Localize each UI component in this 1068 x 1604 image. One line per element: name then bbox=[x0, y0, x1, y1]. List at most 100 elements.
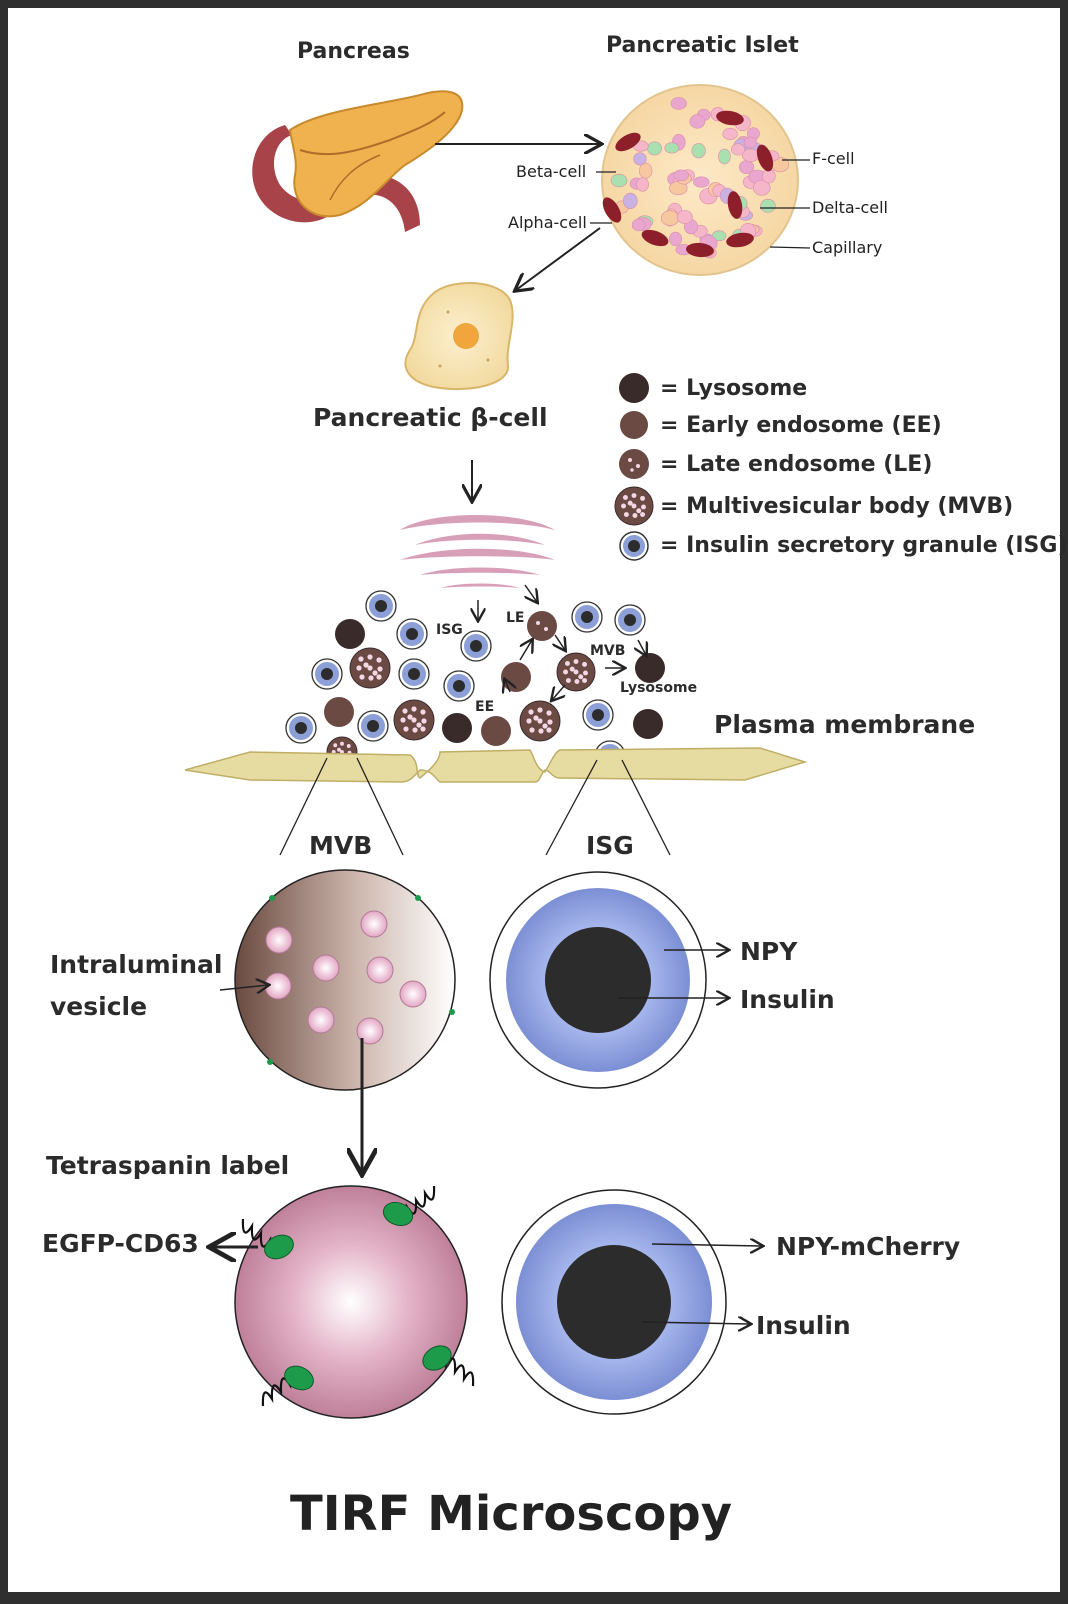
cell-label-ee: EE bbox=[475, 699, 494, 715]
isg-granule bbox=[571, 601, 603, 633]
multivesicular-body bbox=[393, 699, 435, 741]
capillary bbox=[686, 242, 714, 258]
islet-label: Pancreatic Islet bbox=[606, 33, 799, 58]
multivesicular-body bbox=[556, 652, 596, 692]
intraluminal-vesicle bbox=[356, 1017, 384, 1045]
islet-cell bbox=[752, 179, 771, 196]
capillary bbox=[716, 110, 744, 126]
intraluminal-vesicle bbox=[264, 972, 292, 1000]
cell-label-lysosome: Lysosome bbox=[620, 680, 697, 696]
intraluminal-vesicle bbox=[307, 1006, 335, 1034]
isg-granule bbox=[398, 658, 430, 690]
legend: = Lysosome = Early endosome (EE) = Late … bbox=[614, 373, 1068, 561]
islet-cell bbox=[631, 218, 646, 232]
early-endosome bbox=[481, 716, 511, 746]
membrane-tetraspanin bbox=[267, 1059, 273, 1065]
intraluminal-vesicle bbox=[399, 980, 427, 1008]
capillary bbox=[756, 144, 774, 172]
intraluminal-vesicle bbox=[360, 910, 388, 938]
pancreas-illustration bbox=[252, 90, 464, 232]
trafficking-arrows bbox=[478, 584, 646, 700]
islet-cell bbox=[673, 169, 689, 182]
islet-cell bbox=[669, 231, 683, 247]
legend-label-early-endosome: = Early endosome (EE) bbox=[660, 413, 942, 438]
egfp-cd63-marker bbox=[382, 1185, 436, 1227]
membrane-tetraspanin bbox=[449, 1009, 455, 1015]
f-cell-callout: F-cell bbox=[812, 149, 855, 168]
legend-icon-lysosome bbox=[619, 373, 649, 403]
capillary bbox=[727, 191, 743, 219]
alpha-cell-callout: Alpha-cell bbox=[508, 213, 587, 232]
islet-cell bbox=[610, 173, 628, 188]
cell-label-isg: ISG bbox=[436, 622, 463, 638]
islet-cell bbox=[676, 210, 693, 225]
islet-cell bbox=[647, 141, 662, 156]
islet-cell bbox=[664, 142, 680, 154]
plasma-membrane bbox=[184, 747, 808, 783]
intraluminal-vesicle bbox=[312, 954, 340, 982]
legend-label-mvb: = Multivesicular body (MVB) bbox=[660, 494, 1013, 519]
delta-cell-callout: Delta-cell bbox=[812, 198, 888, 217]
lysosome bbox=[635, 653, 665, 683]
capillary bbox=[615, 132, 641, 152]
npy-label: NPY bbox=[740, 937, 798, 966]
capillary bbox=[726, 232, 754, 248]
intraluminal-label-line1: Intraluminal bbox=[50, 950, 222, 979]
cell-label-mvb: MVB bbox=[590, 643, 625, 659]
isg-granule bbox=[582, 699, 614, 731]
early-endosome bbox=[324, 697, 354, 727]
isg-granule bbox=[285, 712, 317, 744]
legend-label-isg: = Insulin secretory granule (ISG) bbox=[660, 533, 1068, 558]
islet-cell bbox=[711, 230, 727, 242]
beta-cell-title: Pancreatic β-cell bbox=[313, 403, 548, 432]
islet-cell bbox=[718, 148, 731, 165]
capillary bbox=[641, 229, 669, 247]
legend-label-late-endosome: = Late endosome (LE) bbox=[660, 452, 932, 477]
islet-cell bbox=[722, 127, 738, 141]
figure-title: TIRF Microscopy bbox=[290, 1486, 732, 1542]
islet-cell bbox=[731, 143, 746, 156]
zoomed-isg bbox=[489, 871, 707, 1089]
lysosome bbox=[335, 619, 365, 649]
isg-granule bbox=[357, 710, 389, 742]
islet-cell bbox=[743, 136, 757, 149]
zoom-isg-title: ISG bbox=[586, 831, 634, 860]
egfp-cd63-marker bbox=[241, 1218, 294, 1260]
islet-cell bbox=[691, 143, 706, 159]
islet-cell bbox=[660, 210, 680, 226]
islet-cell bbox=[693, 176, 710, 188]
islet-cell bbox=[689, 114, 706, 129]
organelle-field bbox=[285, 590, 665, 772]
legend-icon-mvb bbox=[614, 486, 654, 526]
arrow-islet-to-beta-cell bbox=[516, 227, 601, 290]
egfp-cd63-label: EGFP-CD63 bbox=[42, 1229, 199, 1258]
zoom-lines bbox=[279, 757, 671, 856]
capillary bbox=[602, 197, 622, 223]
membrane-tetraspanin bbox=[415, 895, 421, 901]
isg-granule bbox=[443, 670, 475, 702]
beta-cell-callout: Beta-cell bbox=[516, 162, 586, 181]
isg-granule bbox=[311, 658, 343, 690]
isg-granule bbox=[365, 590, 397, 622]
insulin-label: Insulin bbox=[740, 985, 835, 1014]
egfp-cd63-marker bbox=[422, 1345, 475, 1387]
islet-cell bbox=[760, 198, 776, 213]
isg-granule bbox=[614, 604, 646, 636]
zoom-mvb-title: MVB bbox=[309, 831, 372, 860]
intraluminal-vesicle bbox=[265, 926, 293, 954]
isg-granule bbox=[460, 630, 492, 662]
beta-cell-illustration bbox=[404, 282, 514, 391]
zoomed-mvb bbox=[234, 869, 456, 1091]
intraluminal-label-line2: vesicle bbox=[50, 992, 147, 1021]
multivesicular-body bbox=[349, 647, 391, 689]
islet-cell bbox=[670, 97, 687, 110]
legend-icon-early-endosome bbox=[620, 411, 648, 439]
legend-label-lysosome: = Lysosome bbox=[660, 376, 807, 401]
pancreas-label: Pancreas bbox=[297, 39, 410, 64]
golgi-apparatus bbox=[400, 515, 555, 588]
intraluminal-vesicle bbox=[366, 956, 394, 984]
legend-icon-isg bbox=[619, 531, 649, 561]
cell-label-le: LE bbox=[506, 610, 524, 626]
